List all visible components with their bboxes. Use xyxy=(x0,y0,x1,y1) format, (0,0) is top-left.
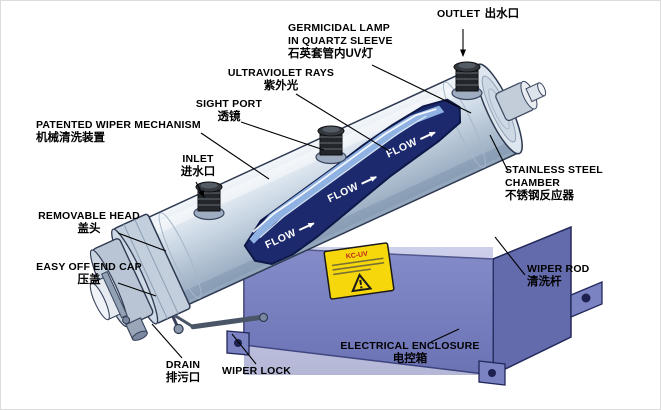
label-electrical-enclosure-en: ELECTRICAL ENCLOSURE xyxy=(340,340,480,352)
flow-arrow-3 xyxy=(419,131,436,140)
label-inlet: INLET 进水口 xyxy=(181,153,216,179)
water-wave-line xyxy=(259,115,427,239)
label-wiper-rod-zh: 清洗杆 xyxy=(527,276,562,288)
chamber-seam-ring xyxy=(158,212,202,299)
leader-line-end-cap xyxy=(117,282,157,297)
warning-sticker: KC-UV xyxy=(323,242,395,300)
outlet-port xyxy=(451,61,483,101)
wiper-handle-link xyxy=(173,314,194,329)
label-drain: DRAIN 排污口 xyxy=(166,359,201,385)
leader-line-chamber xyxy=(489,134,509,172)
label-germicidal-line1: GERMICIDAL LAMP xyxy=(288,22,390,34)
leader-lines xyxy=(117,29,526,365)
chamber-seam-ring xyxy=(442,81,486,169)
leader-line-inlet xyxy=(195,181,205,198)
flow-arrow-1 xyxy=(298,222,315,231)
label-removable-head: REMOVABLE HEAD 盖头 xyxy=(38,210,140,236)
label-end-cap: EASY OFF END CAP 压盖 xyxy=(36,261,142,287)
label-chamber-line1: STAINLESS STEEL xyxy=(505,164,603,176)
label-inlet-zh: 进水口 xyxy=(180,166,216,178)
label-outlet-zh: 出水口 xyxy=(484,8,520,20)
clamp-band xyxy=(100,270,128,319)
label-ultraviolet-rays: ULTRAVIOLET RAYS 紫外光 xyxy=(228,67,334,93)
label-chamber-line2: CHAMBER xyxy=(505,177,561,189)
label-ultraviolet-en: ULTRAVIOLET RAYS xyxy=(227,67,335,79)
leader-line-sight-port xyxy=(240,121,325,151)
water-cutaway xyxy=(243,98,462,265)
leader-line-ultraviolet-rays xyxy=(295,93,390,152)
leader-line-drain xyxy=(151,323,183,359)
leader-line-wiper-mechanism xyxy=(200,132,270,180)
wiper-lock-knob xyxy=(258,312,269,323)
chamber-top-highlight xyxy=(141,76,481,239)
label-removable-head-zh: 盖头 xyxy=(77,223,101,235)
chamber-bottom-shade xyxy=(172,143,512,305)
label-wiper-lock: WIPER LOCK xyxy=(222,365,291,378)
label-wiper-rod: WIPER ROD 清洗杆 xyxy=(527,263,589,289)
wing-bolt xyxy=(173,323,184,335)
label-electrical-enclosure-zh: 电控箱 xyxy=(392,353,428,365)
warning-triangle-icon xyxy=(351,273,373,293)
sight-port-fitting xyxy=(315,125,347,165)
label-stainless-chamber: STAINLESS STEEL CHAMBER 不锈钢反应器 xyxy=(505,164,603,203)
warning-text-line xyxy=(333,268,371,276)
drain-fitting xyxy=(125,317,148,341)
label-sight-port: SIGHT PORT 透镜 xyxy=(196,98,262,124)
label-outlet: OUTLET 出水口 xyxy=(437,6,519,21)
label-inlet-en: INLET xyxy=(182,153,214,165)
warning-text-line xyxy=(331,257,384,267)
water-surface-band xyxy=(249,105,445,244)
label-chamber-zh: 不锈钢反应器 xyxy=(505,190,574,202)
mounting-tab-left-hole xyxy=(234,339,242,347)
leader-line-wiper-lock xyxy=(231,333,257,365)
warning-text-line xyxy=(332,261,385,271)
label-ultraviolet-zh: 紫外光 xyxy=(263,80,299,92)
end-housing xyxy=(89,270,131,325)
flow-arrow-2 xyxy=(361,176,378,185)
label-wiper-mechanism-zh: 机械清洗装置 xyxy=(36,132,105,144)
label-germicidal-lamp: GERMICIDAL LAMP IN QUARTZ SLEEVE 石英套管内UV… xyxy=(288,22,393,61)
label-electrical-enclosure: ELECTRICAL ENCLOSURE 电控箱 xyxy=(340,340,479,366)
label-sight-port-en: SIGHT PORT xyxy=(195,98,263,110)
label-germicidal-line2: IN QUARTZ SLEEVE xyxy=(288,35,393,47)
wiper-handle xyxy=(190,314,264,330)
uv-chamber: FLOW FLOW FLOW xyxy=(89,63,547,341)
warning-exclamation xyxy=(360,286,363,289)
leader-line-removable-head xyxy=(117,232,167,252)
label-sight-port-zh: 透镜 xyxy=(217,111,241,123)
label-removable-head-en: REMOVABLE HEAD xyxy=(38,210,140,222)
label-wiper-rod-en: WIPER ROD xyxy=(527,263,590,275)
flange-bolt-hole xyxy=(581,293,591,303)
mounting-tab-right-hole xyxy=(488,369,496,377)
label-drain-zh: 排污口 xyxy=(165,372,201,384)
label-drain-en: DRAIN xyxy=(165,359,201,371)
label-end-cap-en: EASY OFF END CAP xyxy=(36,261,142,273)
water-wave-line xyxy=(252,108,437,233)
label-wiper-mechanism: PATENTED WIPER MECHANISM 机械清洗装置 xyxy=(36,119,201,145)
warning-exclamation xyxy=(359,279,362,286)
label-germicidal-zh: 石英套管内UV灯 xyxy=(288,48,373,60)
wiper-rod-end xyxy=(495,80,547,122)
leader-line-wiper-rod xyxy=(494,236,526,276)
label-wiper-lock-en: WIPER LOCK xyxy=(222,365,292,377)
warning-title: KC-UV xyxy=(345,251,368,261)
label-wiper-mechanism-en: PATENTED WIPER MECHANISM xyxy=(36,119,201,131)
label-end-cap-zh: 压盖 xyxy=(77,274,101,286)
leader-line-electrical-enclosure xyxy=(430,328,460,343)
leader-line-germicidal-lamp xyxy=(371,64,472,114)
label-outlet-en: OUTLET xyxy=(437,8,481,20)
